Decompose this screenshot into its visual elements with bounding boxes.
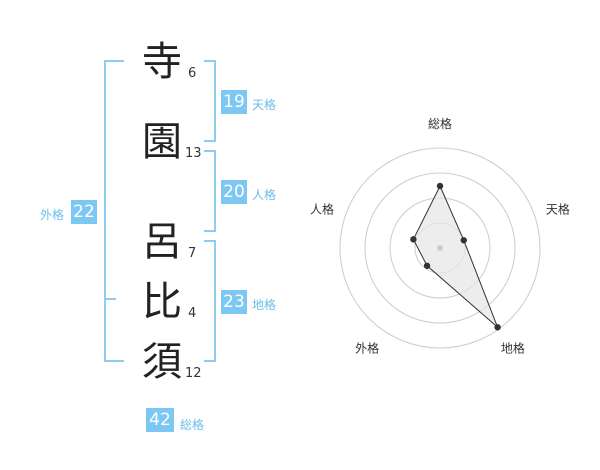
radar-point <box>494 324 501 331</box>
jin-bracket <box>204 150 216 232</box>
radar-axis-label: 地格 <box>501 340 525 355</box>
stroke-count-5: 12 <box>185 366 202 381</box>
radar-point <box>436 182 444 190</box>
ten-bracket <box>204 60 216 142</box>
stroke-count-4: 4 <box>188 306 197 321</box>
name-char-4: 比 <box>142 279 182 325</box>
name-char-1: 寺 <box>142 39 182 85</box>
radar-point <box>423 262 431 269</box>
jin-label: 人格 <box>252 188 277 202</box>
jin-badge: 20 <box>221 180 247 204</box>
radar-point <box>460 237 467 244</box>
stroke-count-2: 13 <box>185 146 202 161</box>
gai-label: 外格 <box>40 208 65 222</box>
ten-badge: 19 <box>221 90 247 114</box>
radar-center-dot <box>437 245 443 251</box>
radar-ring <box>364 172 516 324</box>
sou-badge: 42 <box>146 408 174 432</box>
ten-label: 天格 <box>252 98 277 112</box>
gai-badge: 22 <box>71 200 97 224</box>
radar-points <box>410 182 501 331</box>
radar-ring <box>339 147 541 349</box>
stroke-count-3: 7 <box>188 246 197 261</box>
name-char-5: 須 <box>142 339 182 385</box>
radar-axis-label: 天格 <box>546 202 570 217</box>
radar-point <box>410 236 417 243</box>
chi-badge: 23 <box>221 290 247 314</box>
radar-axis-label: 総格 <box>428 116 452 131</box>
radar-axis-label: 人格 <box>310 202 334 217</box>
radar-polygon <box>412 184 499 328</box>
name-char-3: 呂 <box>142 219 182 265</box>
radar-axis-label: 外格 <box>355 340 379 355</box>
sou-label: 総格 <box>180 418 205 432</box>
chi-bracket <box>204 240 216 362</box>
gai-bracket <box>104 60 124 362</box>
gai-bracket-tick <box>104 298 116 300</box>
stroke-count-1: 6 <box>188 66 197 81</box>
name-char-2: 園 <box>142 119 182 165</box>
chi-label: 地格 <box>252 298 277 312</box>
